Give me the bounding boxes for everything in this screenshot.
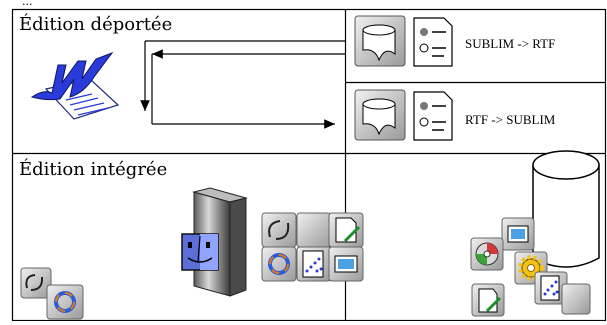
- blank-tile-icon: [296, 212, 332, 248]
- document-edit-icon: [328, 212, 364, 248]
- chart-page-icon: [534, 271, 568, 305]
- database-icon-cluster: [470, 217, 591, 317]
- converter-label-sublim-to-rtf: SUBLIM -> RTF: [465, 36, 555, 51]
- mac-finder-computer-icon: [181, 187, 248, 297]
- small-link-sync-icon: [20, 267, 52, 299]
- converter-drum-icon: [354, 15, 406, 67]
- converter-label-rtf-to-sublim: RTF -> SUBLIM: [465, 112, 556, 127]
- database-cylinder-icon: [532, 150, 600, 268]
- settings-sheet-icon: [413, 17, 453, 67]
- small-sync-arrows-icon: [46, 284, 84, 320]
- converter-drum-icon: [354, 89, 406, 141]
- connector-arrows: [140, 40, 345, 129]
- sync-arrows-icon: [261, 246, 297, 282]
- word-processor-icon: [30, 51, 120, 120]
- layout-grid: [11, 8, 607, 322]
- section-title-remote-editing: Édition déportée: [19, 14, 173, 35]
- header-snippet: ...: [22, 0, 33, 8]
- cd-disc-icon: [470, 237, 504, 271]
- link-tool-icon: [261, 212, 297, 248]
- blank-tile-icon: [561, 283, 591, 315]
- settings-sheet-icon: [413, 91, 453, 141]
- chart-page-icon: [296, 246, 332, 282]
- section-title-integrated-editing: Édition intégrée: [19, 159, 168, 180]
- plugin-tile-cluster: [261, 212, 364, 282]
- document-edit-icon: [471, 283, 505, 317]
- image-window-icon: [328, 246, 364, 282]
- image-window-icon: [501, 217, 535, 251]
